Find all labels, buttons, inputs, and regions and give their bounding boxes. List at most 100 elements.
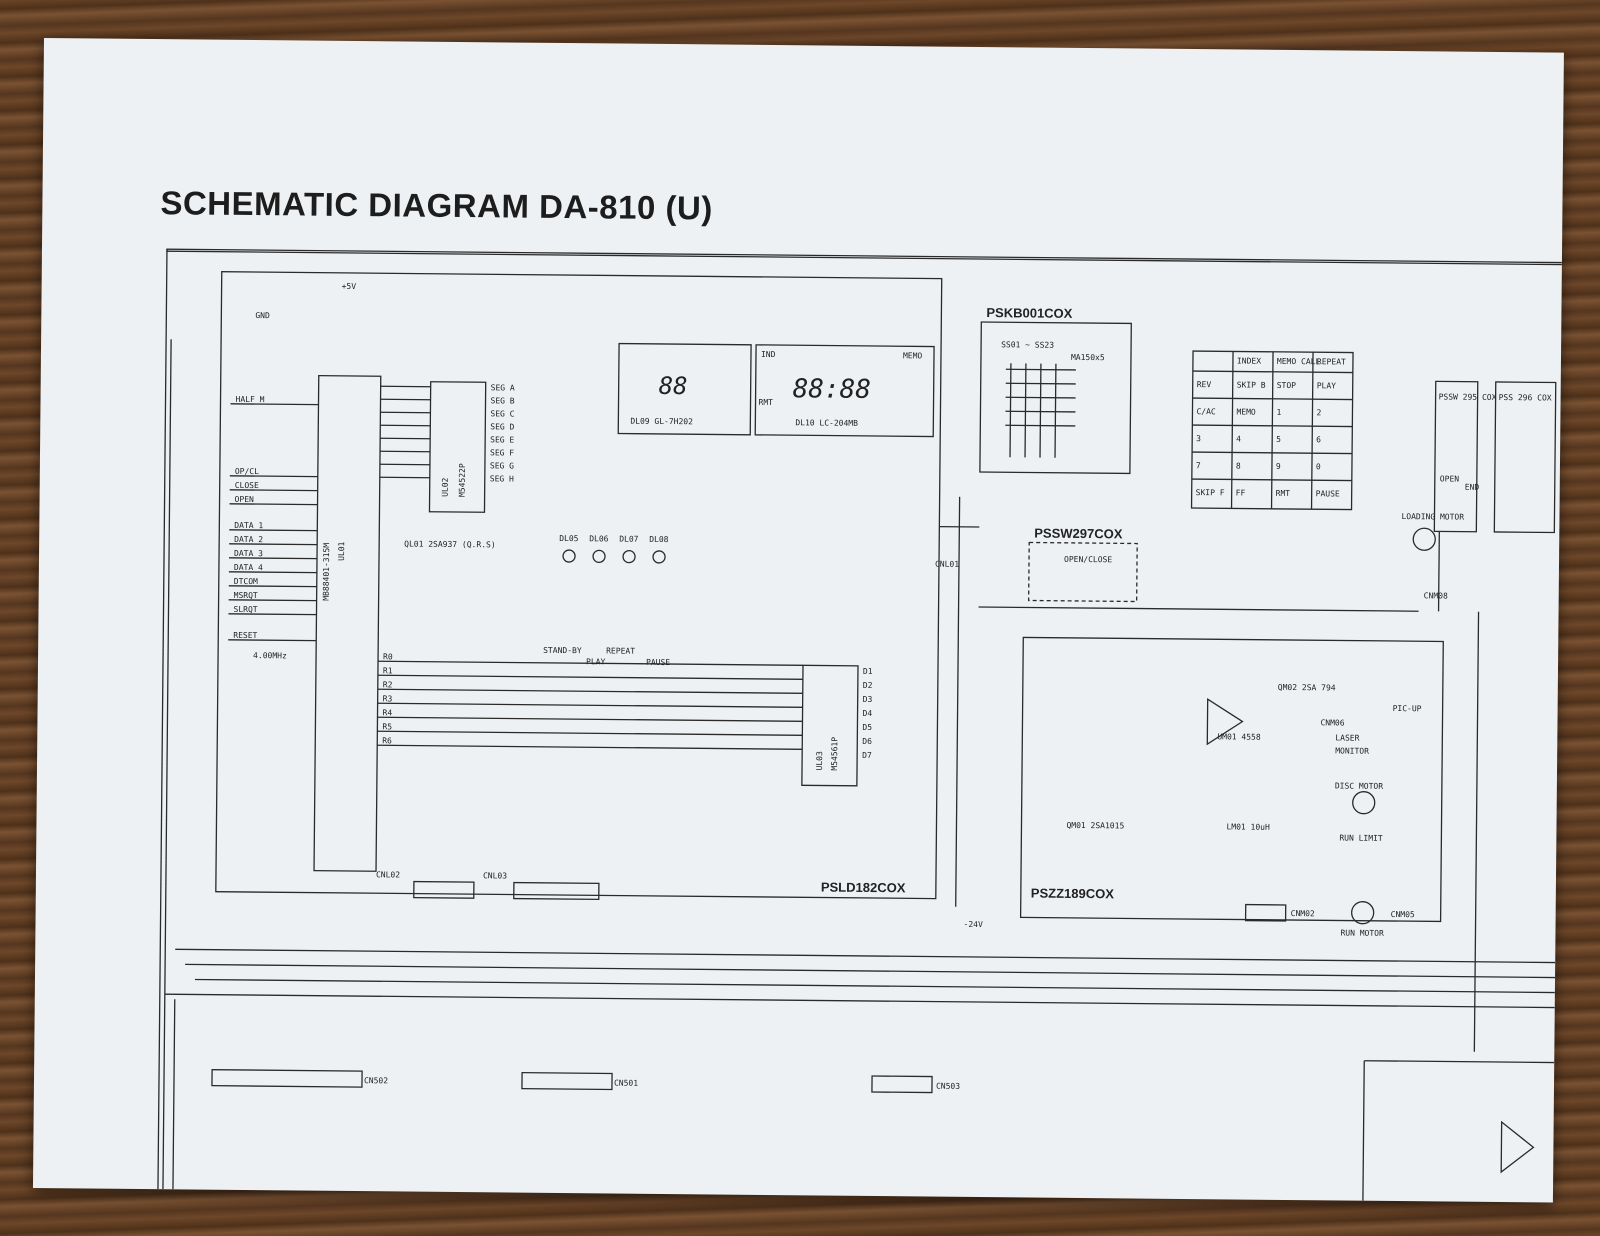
qm01-label: QM01 2SA1015: [1066, 821, 1124, 831]
led-function-repeat: REPEAT: [606, 646, 635, 655]
key-matrix-cell: STOP: [1277, 381, 1297, 390]
ul01-pin-r4: R4: [382, 708, 392, 717]
laser-label: LASER: [1335, 733, 1359, 742]
switch-matrix: [1005, 363, 1076, 458]
ul03-pin-d4: D4: [863, 709, 873, 718]
ul01-pin-msrqt: MSRQT: [234, 591, 258, 600]
ul02-pin-seg-d: SEG D: [490, 422, 514, 431]
um01-opamp: [1206, 698, 1244, 746]
key-matrix-cell: 7: [1196, 461, 1201, 470]
ql01-label: QL01 2SA937 (Q.R.S): [404, 539, 496, 549]
lm01-label: LM01 10uH: [1226, 822, 1270, 831]
key-matrix-cell: SKIP F: [1196, 488, 1225, 497]
ul01-pin-data-1: DATA 1: [234, 521, 263, 530]
cnl01-label: CNL01: [935, 560, 959, 569]
gnd-label: GND: [255, 311, 270, 320]
key-matrix-header: INDEX: [1237, 356, 1261, 365]
key-matrix-cell: 3: [1196, 434, 1201, 443]
ul01-part-label: MB88401-315M: [322, 543, 332, 601]
ul01-pin-op-cl: OP/CL: [235, 467, 259, 476]
disc-motor-symbol: [1352, 791, 1376, 815]
key-matrix-cell: RMT: [1276, 489, 1291, 498]
key-matrix-cell: C/AC: [1196, 407, 1216, 416]
led-dl06: [592, 549, 606, 564]
key-matrix-cell: 6: [1316, 435, 1321, 444]
minus24v-label: -24V: [963, 920, 983, 929]
dl10-digits: 88:88: [793, 374, 872, 405]
ul01-pin-r1: R1: [383, 666, 393, 675]
cn503-connector: [871, 1075, 933, 1094]
pssw297-sub-label: OPEN/CLOSE: [1064, 555, 1112, 564]
ul02-pin-seg-f: SEG F: [490, 448, 514, 457]
cn502-connector: [211, 1069, 363, 1088]
ul03-pin-d5: D5: [862, 723, 872, 732]
end-label: END: [1465, 483, 1480, 492]
ul02-ref-label: UL02: [441, 477, 450, 497]
ul03-pin-d7: D7: [862, 751, 872, 760]
key-matrix-header: REPEAT: [1317, 357, 1346, 366]
led-function-pause: PAUSE: [646, 658, 670, 667]
pssw296-board-label: PSS 296 COX: [1499, 393, 1552, 403]
led-label-dl08: DL08: [649, 535, 669, 544]
crystal-label: 4.00MHz: [253, 651, 287, 660]
pssw296-outline: [1493, 381, 1557, 534]
key-matrix-cell: SKIP B: [1237, 380, 1266, 389]
key-matrix-cell: PAUSE: [1316, 489, 1340, 498]
ul03-chip: [801, 664, 859, 787]
ul01-pin-half-m: HALF M: [235, 395, 264, 404]
ul01-pin-data-3: DATA 3: [234, 549, 263, 558]
switches-label: SS01 ~ SS23: [1001, 340, 1054, 350]
disc-motor-label: DISC MOTOR: [1335, 781, 1383, 790]
top-frame-line: [166, 248, 1564, 266]
qm02-label: QM02 2SA 794: [1278, 683, 1336, 693]
cnl02-label: CNL02: [376, 870, 400, 879]
cnl03-connector: [513, 881, 600, 901]
key-matrix-cell: REV: [1197, 380, 1212, 389]
schematic-sheet: SCHEMATIC DIAGRAM DA-810 (U): [32, 38, 1564, 1203]
cnm02-label: CNM02: [1291, 909, 1315, 918]
ul02-pin-seg-b: SEG B: [490, 396, 514, 405]
key-matrix-cell: 4: [1236, 434, 1241, 443]
ul02-part-label: M54522P: [458, 463, 467, 497]
pssw295-board-label: PSSW 295 COX: [1439, 392, 1497, 402]
plus5v-label: +5V: [342, 282, 357, 291]
ul02-pin-seg-g: SEG G: [490, 461, 514, 470]
key-matrix-cell: 1: [1276, 408, 1281, 417]
ul01-pin-r2: R2: [383, 680, 393, 689]
key-matrix-cell: 9: [1276, 462, 1281, 471]
pskb-board-label: PSKB001COX: [986, 305, 1072, 321]
dl10-memo-label: MEMO: [903, 351, 923, 360]
loading-motor-label: LOADING MOTOR: [1401, 512, 1464, 522]
loading-motor-symbol: [1412, 527, 1436, 551]
open-label: OPEN: [1440, 474, 1460, 483]
pskb-board-outline: [979, 321, 1132, 475]
pssw297-board-label: PSSW297COX: [1034, 526, 1123, 542]
um01-label: UM01 4558: [1217, 732, 1261, 741]
ul01-pin-r5: R5: [382, 722, 392, 731]
key-matrix-cell: 8: [1236, 461, 1241, 470]
ul01-pin-data-4: DATA 4: [234, 563, 263, 572]
ul01-pin-dtcom: DTCOM: [234, 577, 258, 586]
led-label-dl05: DL05: [559, 534, 579, 543]
ul03-ref-label: UL03: [815, 751, 824, 771]
cnl03-label: CNL03: [483, 871, 507, 880]
dl09-digits: 88: [659, 372, 688, 400]
ul02-pin-seg-a: SEG A: [491, 383, 515, 392]
ul02-pin-seg-h: SEG H: [490, 474, 514, 483]
cnm08-label: CNM08: [1424, 591, 1448, 600]
key-matrix-cell: PLAY: [1317, 381, 1337, 390]
psld-board-outline: [215, 271, 943, 900]
led-dl05: [562, 549, 576, 563]
ul01-pin-reset: RESET: [233, 631, 257, 640]
ul03-part-label: M54561P: [830, 737, 839, 771]
ul01-pin-slrqt: SLRQT: [233, 605, 257, 614]
led-label-dl07: DL07: [619, 535, 639, 544]
pssw297-outline: [1027, 541, 1138, 603]
psld-board-label: PSLD182COX: [821, 879, 906, 895]
ul02-chip: [428, 381, 487, 513]
key-matrix-header: MEMO CALL: [1277, 357, 1321, 366]
